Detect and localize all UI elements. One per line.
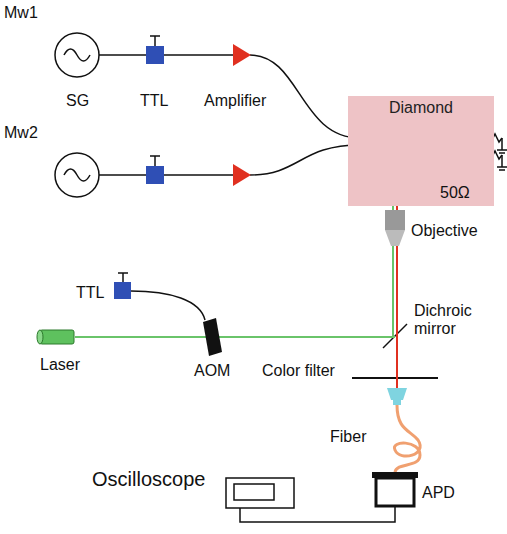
component-label: APD bbox=[422, 484, 455, 502]
node-title: Diamond bbox=[348, 96, 494, 117]
device-label: Amplifier bbox=[204, 92, 266, 110]
source-name: Mw2 bbox=[4, 124, 38, 142]
source-name: Mw1 bbox=[4, 4, 38, 22]
component-label: Objective bbox=[411, 222, 478, 240]
component-label: AOM bbox=[194, 362, 230, 380]
component-label: Color filter bbox=[262, 362, 335, 380]
component-label: Fiber bbox=[330, 428, 366, 446]
device-label: TTL bbox=[140, 92, 168, 110]
termination-label: 50Ω bbox=[440, 184, 470, 202]
device-label: SG bbox=[66, 92, 89, 110]
component-label: Dichroic mirror bbox=[414, 302, 494, 337]
instrument-label: Oscilloscope bbox=[92, 468, 205, 490]
sample-box: Diamond bbox=[348, 96, 494, 206]
device-label: TTL bbox=[76, 284, 104, 302]
component-label: Laser bbox=[40, 356, 80, 374]
